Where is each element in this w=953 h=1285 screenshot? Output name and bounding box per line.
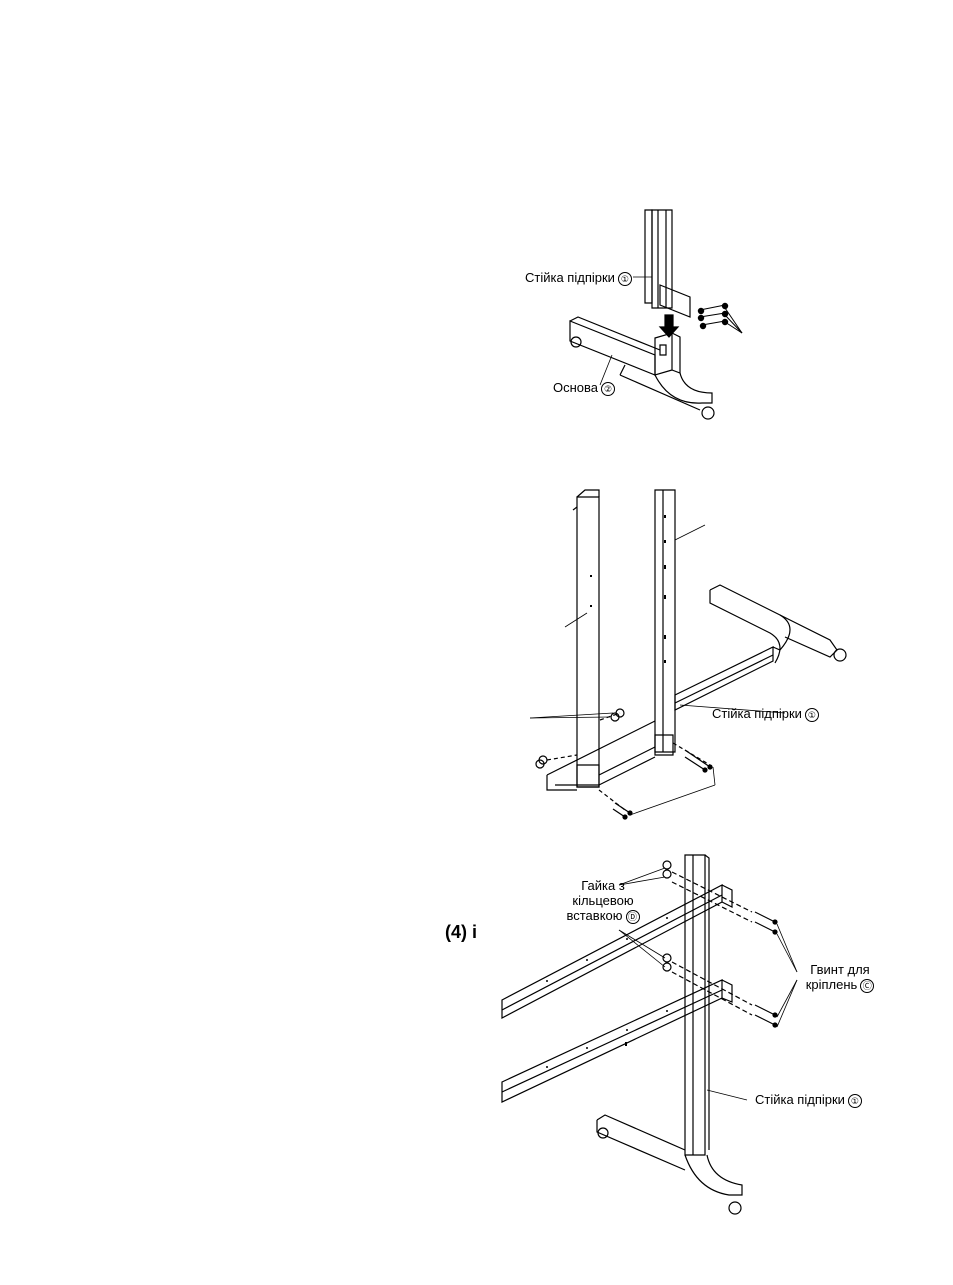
support-post-text-2: Стійка підпірки: [712, 706, 802, 721]
support-post-text: Стійка підпірки: [525, 270, 615, 285]
figure-post-onto-base: [520, 205, 750, 430]
nut-label: Гайка з кільцевою вставкою Ⓓ: [558, 878, 648, 924]
base-text: Основа: [553, 380, 598, 395]
figure-two-posts: [525, 485, 865, 830]
nut-label-line3-wrap: вставкою Ⓓ: [558, 908, 648, 924]
step-number: (4) і: [445, 922, 477, 943]
marker-1: ①: [618, 272, 632, 286]
screw-label-line2: кріплень: [806, 977, 858, 992]
marker-d: Ⓓ: [626, 910, 640, 924]
marker-c: Ⓒ: [860, 979, 874, 993]
screw-label-line1: Гвинт для: [800, 962, 880, 977]
support-post-text-3: Стійка підпірки: [755, 1092, 845, 1107]
nut-label-line2: кільцевою: [558, 893, 648, 908]
figure-bars-attached: [497, 850, 877, 1220]
marker-1b: ①: [805, 708, 819, 722]
nut-label-line3: вставкою: [566, 908, 622, 923]
marker-1c: ①: [848, 1094, 862, 1108]
nut-label-line1: Гайка з: [558, 878, 648, 893]
marker-2: ②: [601, 382, 615, 396]
